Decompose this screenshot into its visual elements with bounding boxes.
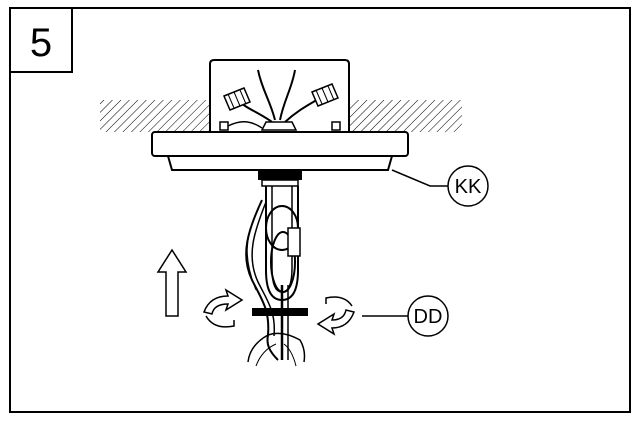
callout-dd: DD	[362, 295, 449, 337]
junction-box	[209, 59, 350, 132]
arrow-up-icon	[156, 248, 188, 317]
callout-label: KK	[455, 176, 482, 198]
callout-label: DD	[414, 306, 443, 328]
ceiling	[100, 100, 462, 132]
step-number: 5	[30, 21, 52, 65]
chain-and-wire	[245, 186, 306, 367]
coupling-nut	[252, 308, 308, 316]
coupling	[258, 170, 302, 187]
diagram-frame	[9, 7, 631, 413]
canopy	[151, 131, 409, 171]
callout-kk: KK	[391, 165, 489, 207]
step-number-box: 5	[9, 7, 73, 73]
rotate-arrow-icon	[203, 288, 244, 328]
rotate-arrow-icon	[316, 296, 355, 336]
